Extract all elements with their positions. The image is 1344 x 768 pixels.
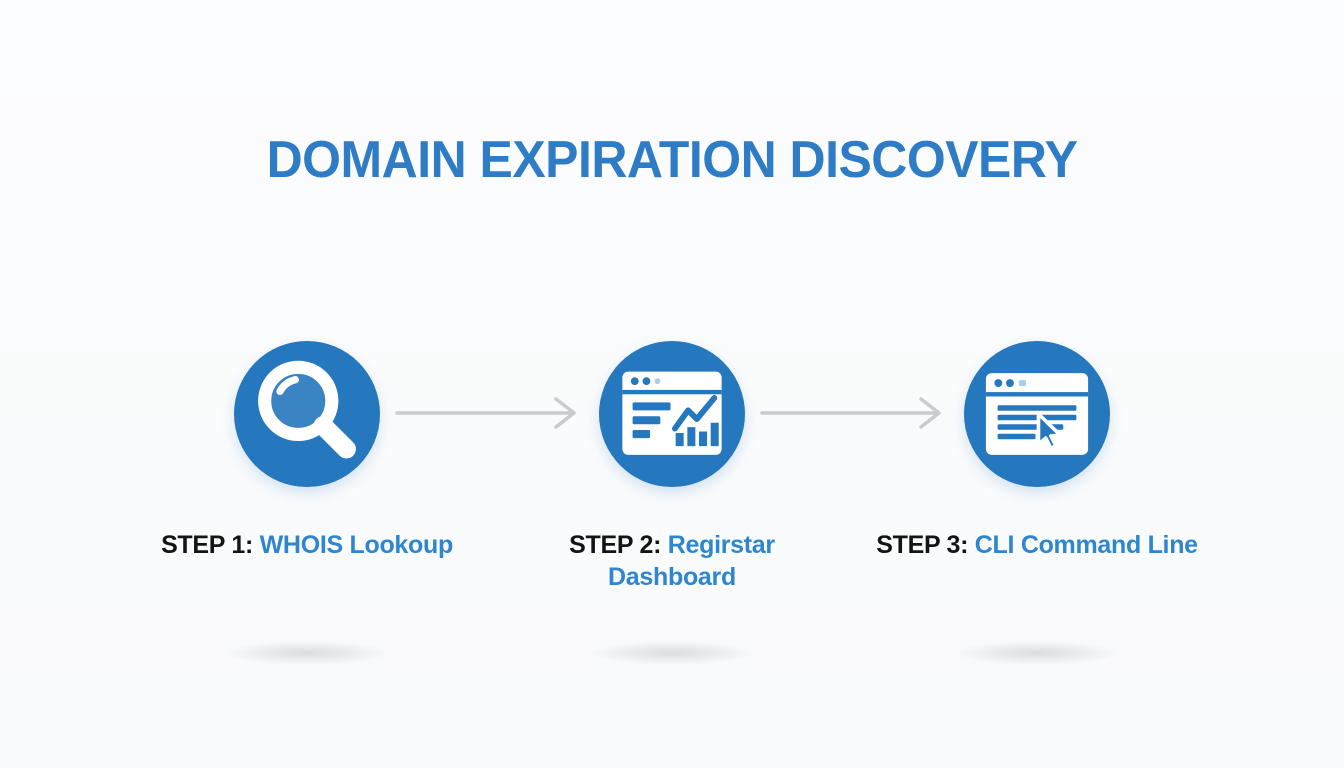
- step-2-shadow: [557, 636, 787, 670]
- analytics-browser-icon: [622, 371, 722, 455]
- browser-cursor-icon: [985, 373, 1089, 455]
- step-2-prefix: STEP 2:: [569, 531, 662, 559]
- step-3-name: CLI Command Line: [974, 531, 1198, 559]
- step-1-label: STEP 1: WHOIS Lookoup: [127, 529, 487, 561]
- step-3-prefix: STEP 3:: [876, 531, 969, 559]
- arrow-right-icon: [395, 397, 576, 429]
- step-2-label: STEP 2: Regirstar Dashboard: [492, 529, 852, 593]
- step-1-prefix: STEP 1:: [161, 531, 253, 559]
- arrow-right-icon: [760, 397, 941, 429]
- step-3-icon-circle: [964, 341, 1110, 487]
- step-2-name: Regirstar Dashboard: [608, 531, 775, 591]
- magnifier-icon: [258, 360, 356, 459]
- step-2-icon-circle: [599, 341, 745, 487]
- step-1-icon-circle: [234, 341, 380, 487]
- step-3-shadow: [922, 636, 1152, 670]
- step-1-name: WHOIS Lookoup: [259, 531, 454, 559]
- step-3-label: STEP 3: CLI Command Line: [857, 529, 1217, 561]
- page-title: DOMAIN EXPIRATION DISCOVERY: [266, 131, 1078, 189]
- step-1-shadow: [192, 636, 422, 670]
